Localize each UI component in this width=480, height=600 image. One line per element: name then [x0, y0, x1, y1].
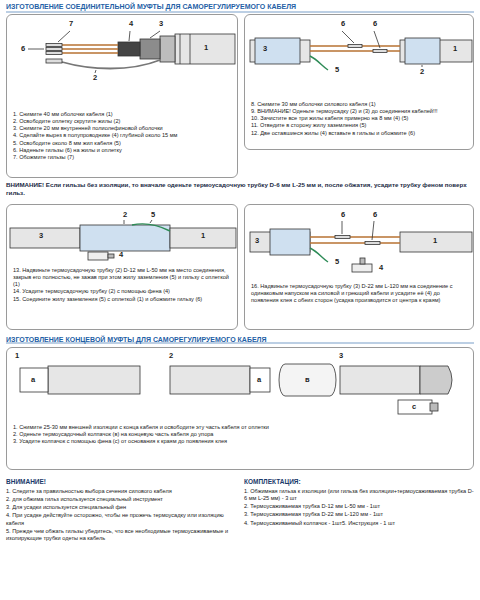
- step-panel: 8. Снимите 30 мм оболочки силового кабел…: [244, 14, 474, 150]
- step-panel: 16. Надвиньте термоусадочную трубку (3) …: [244, 204, 474, 330]
- callout-number: 6: [372, 211, 378, 219]
- step-panel: 13. Надвиньте термоусадочную трубку (2) …: [6, 204, 238, 330]
- step-text: 1. Снимите 40 мм оболочки кабеля (1): [13, 111, 231, 118]
- callout-number: 2: [122, 211, 128, 219]
- list-item: 2. для обжима гильз используется специал…: [6, 496, 234, 503]
- step-text: 10. Зачистите все три жилы кабеля пример…: [251, 115, 467, 122]
- callout-number: 2: [168, 352, 174, 360]
- step-text: 11. Отведите в сторону жилу заземления (…: [251, 122, 467, 129]
- list-item: 3. Термоусаживаемая трубка D-22 мм L-120…: [244, 511, 474, 518]
- section-title: ИЗГОТОВЛЕНИЕ КОНЦЕВОЙ МУФТЫ ДЛЯ САМОРЕГУ…: [6, 336, 267, 345]
- section-title: ИЗГОТОВЛЕНИЕ СОЕДИНИТЕЛЬНОЙ МУФТЫ ДЛЯ СА…: [6, 3, 296, 10]
- callout-number: 5: [334, 258, 340, 266]
- callout-number: 4: [378, 264, 384, 272]
- list-item: 4. При усадке действуйте осторожно, чтоб…: [6, 512, 234, 526]
- callout-number: 6: [372, 20, 378, 28]
- step-text: 15. Соедините жилу заземления (5) с опле…: [13, 296, 231, 303]
- callout-number: 3: [158, 20, 164, 28]
- list-item: 4. Термоусаживаемый колпачок - 1шт5. Инс…: [244, 520, 474, 527]
- callout-number: a: [30, 376, 36, 384]
- callout-number: 6: [340, 20, 346, 28]
- step-text: 2. Оденьте термоусадочный колпачок (в) н…: [13, 431, 467, 438]
- callout-number: 4: [118, 251, 124, 259]
- callout-number: в: [304, 376, 311, 384]
- step-list: 1. Снимите 40 мм оболочки кабеля (1)2. О…: [7, 111, 237, 161]
- step-list: 8. Снимите 30 мм оболочки силового кабел…: [245, 101, 473, 137]
- callout-number: 4: [128, 20, 134, 28]
- step-panel: 1. Снимите 40 мм оболочки кабеля (1)2. О…: [6, 14, 238, 178]
- step-text: 3. Снимите 20 мм внутренней полиолефинов…: [13, 125, 231, 132]
- step-text: 2. Освободите оплетку скрутите жилы (2): [13, 118, 231, 125]
- step-text: 9. ВНИМАНИЕ! Оденьте термоусадку (2) и (…: [251, 108, 467, 115]
- callout-number: 6: [340, 211, 346, 219]
- step-list: 13. Надвиньте термоусадочную трубку (2) …: [7, 267, 237, 303]
- step-text: 16. Надвиньте термоусадочную трубку (3) …: [251, 283, 467, 304]
- callout-number: 6: [20, 45, 26, 53]
- step-panel: 1. Снимите 25-30 мм внешней изоляции с к…: [6, 347, 474, 470]
- callout-number: 5: [150, 211, 156, 219]
- step-text: 13. Надвиньте термоусадочную трубку (2) …: [13, 267, 231, 288]
- list-item: 2. Термоусаживаемая трубка D-12 мм L-50 …: [244, 503, 474, 510]
- step-text: 5. Освободите около 8 мм жил кабеля (5): [13, 140, 231, 147]
- step-text: 7. Обожмите гильзы (7): [13, 154, 231, 161]
- step-text: 1. Снимите 25-30 мм внешней изоляции с к…: [13, 424, 467, 431]
- callout-number: 1: [203, 44, 209, 52]
- callout-number: a: [256, 376, 262, 384]
- step-list: 1. Снимите 25-30 мм внешней изоляции с к…: [7, 424, 473, 445]
- callout-number: 1: [432, 237, 438, 245]
- callout-number: 2: [419, 68, 425, 76]
- callout-number: 3: [262, 45, 268, 53]
- step-list: 16. Надвиньте термоусадочную трубку (3) …: [245, 283, 473, 304]
- warning-note: ВНИМАНИЕ! Если гильзы без изоляции, то в…: [6, 181, 472, 197]
- list-item: 3. Для усадки используется специальный ф…: [6, 504, 234, 511]
- callout-number: 3: [254, 237, 260, 245]
- callout-number: 7: [68, 20, 74, 28]
- callout-number: 3: [338, 352, 344, 360]
- list-item: 5. Прежде чем обжать гильзы убедитесь, ч…: [6, 528, 234, 542]
- step-text: 8. Снимите 30 мм оболочки силового кабел…: [251, 101, 467, 108]
- step-text: 6. Наденьте гильзы (6) на жилы и оплетку: [13, 147, 231, 154]
- callout-number: 1: [14, 352, 20, 360]
- callout-number: 5: [334, 66, 340, 74]
- step-text: 4. Сделайте вырез в полупроводнике (4) г…: [13, 132, 231, 139]
- callout-number: 3: [38, 232, 44, 240]
- step-text: 3. Усадите колпачок с помощью фена (с) о…: [13, 438, 467, 445]
- list-item: 1. Следите за правильностью выбора сечен…: [6, 488, 234, 495]
- list-item: 1. Обжимная гильза к изоляции (или гильз…: [244, 488, 474, 502]
- list-heading: КОМПЛЕКТАЦИЯ:: [244, 478, 301, 486]
- callout-number: с: [411, 403, 417, 411]
- callout-number: 1: [200, 232, 206, 240]
- callout-number: 1: [452, 45, 458, 53]
- step-text: 12. Две оставшиеся жилы (4) вставьте в г…: [251, 130, 467, 137]
- callout-number: 2: [92, 74, 98, 82]
- step-text: 14. Усадите термоусадочную трубку (2) с …: [13, 288, 231, 295]
- list-heading: ВНИМАНИЕ!: [6, 478, 46, 486]
